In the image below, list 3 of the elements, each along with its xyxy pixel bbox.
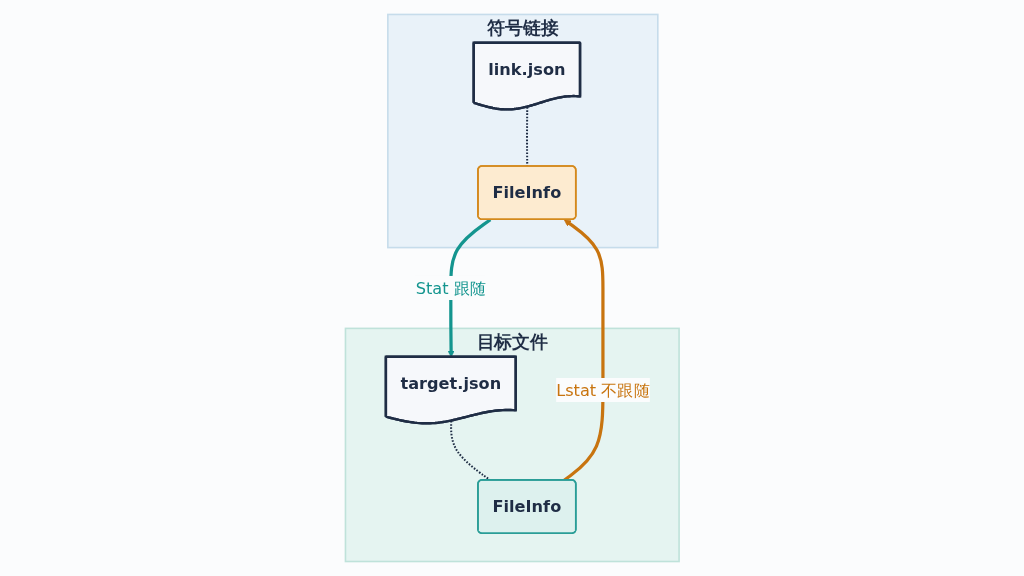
edge-label: Lstat 不跟随 bbox=[555, 380, 650, 400]
connector bbox=[525, 107, 528, 167]
edge-label: Stat 跟随 bbox=[415, 278, 486, 298]
